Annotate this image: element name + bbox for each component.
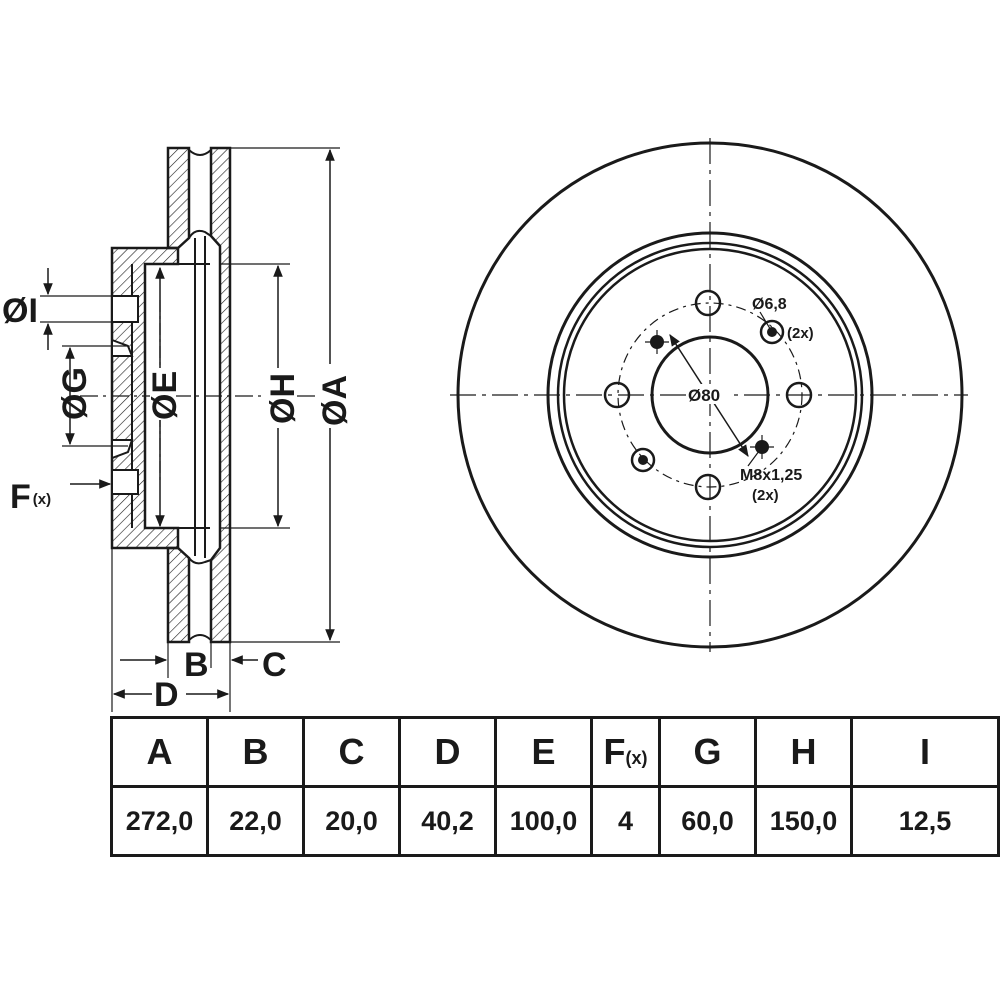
bolt-hole-bottom	[694, 473, 722, 501]
header-cell: F(x)	[590, 716, 661, 788]
label-d: D	[154, 676, 179, 714]
side-section-view: ØI ØG ØE ØH ØA F(x) B C	[2, 146, 354, 714]
bolt-hole-top	[694, 289, 722, 317]
value-cell: 100,0	[494, 785, 593, 857]
label-f: F(x)	[10, 478, 51, 516]
label-c: C	[262, 646, 287, 684]
right-friction-plate	[209, 146, 232, 644]
header-cell: E	[494, 716, 593, 788]
thread-hole-upper-left	[645, 330, 669, 354]
label-bolt-hole: Ø6,8	[752, 296, 787, 313]
header-cell: G	[658, 716, 757, 788]
value-cell: 20,0	[302, 785, 401, 857]
value-cell: 40,2	[398, 785, 497, 857]
front-view: Ø80 Ø6,8 (2x) M8x1,25 (2x)	[450, 138, 968, 652]
label-dia-i: ØI	[2, 292, 38, 330]
value-cell: 272,0	[110, 785, 209, 857]
label-dia-g: ØG	[56, 367, 94, 420]
header-cell: D	[398, 716, 497, 788]
bolt-hole-right	[785, 381, 813, 409]
label-thread-qty: (2x)	[752, 487, 779, 504]
header-cell: H	[754, 716, 853, 788]
label-bolt-hole-qty: (2x)	[787, 325, 814, 342]
label-dia-h: ØH	[264, 373, 302, 424]
table-header-row: A B C D E F(x) G H I	[110, 716, 1000, 788]
value-cell: 150,0	[754, 785, 853, 857]
label-dia-e: ØE	[146, 371, 184, 420]
value-cell: 60,0	[658, 785, 757, 857]
label-center-bore: Ø80	[688, 386, 720, 405]
dimensions-table: A B C D E F(x) G H I 272,0 22,0 20,0 40,…	[110, 716, 1000, 857]
left-friction-plate	[166, 146, 191, 250]
value-cell: 22,0	[206, 785, 305, 857]
value-cell: 4	[590, 785, 661, 857]
label-b: B	[184, 646, 209, 684]
bolt-hole-left	[603, 381, 631, 409]
header-cell: C	[302, 716, 401, 788]
header-cell: A	[110, 716, 209, 788]
header-cell: B	[206, 716, 305, 788]
label-thread: M8x1,25	[740, 467, 802, 484]
table-row: 272,0 22,0 20,0 40,2 100,0 4 60,0 150,0 …	[110, 785, 1000, 857]
small-hole-lower-left	[630, 447, 656, 473]
value-cell: 12,5	[850, 785, 1000, 857]
header-cell: I	[850, 716, 1000, 788]
label-dia-a: ØA	[316, 375, 354, 426]
